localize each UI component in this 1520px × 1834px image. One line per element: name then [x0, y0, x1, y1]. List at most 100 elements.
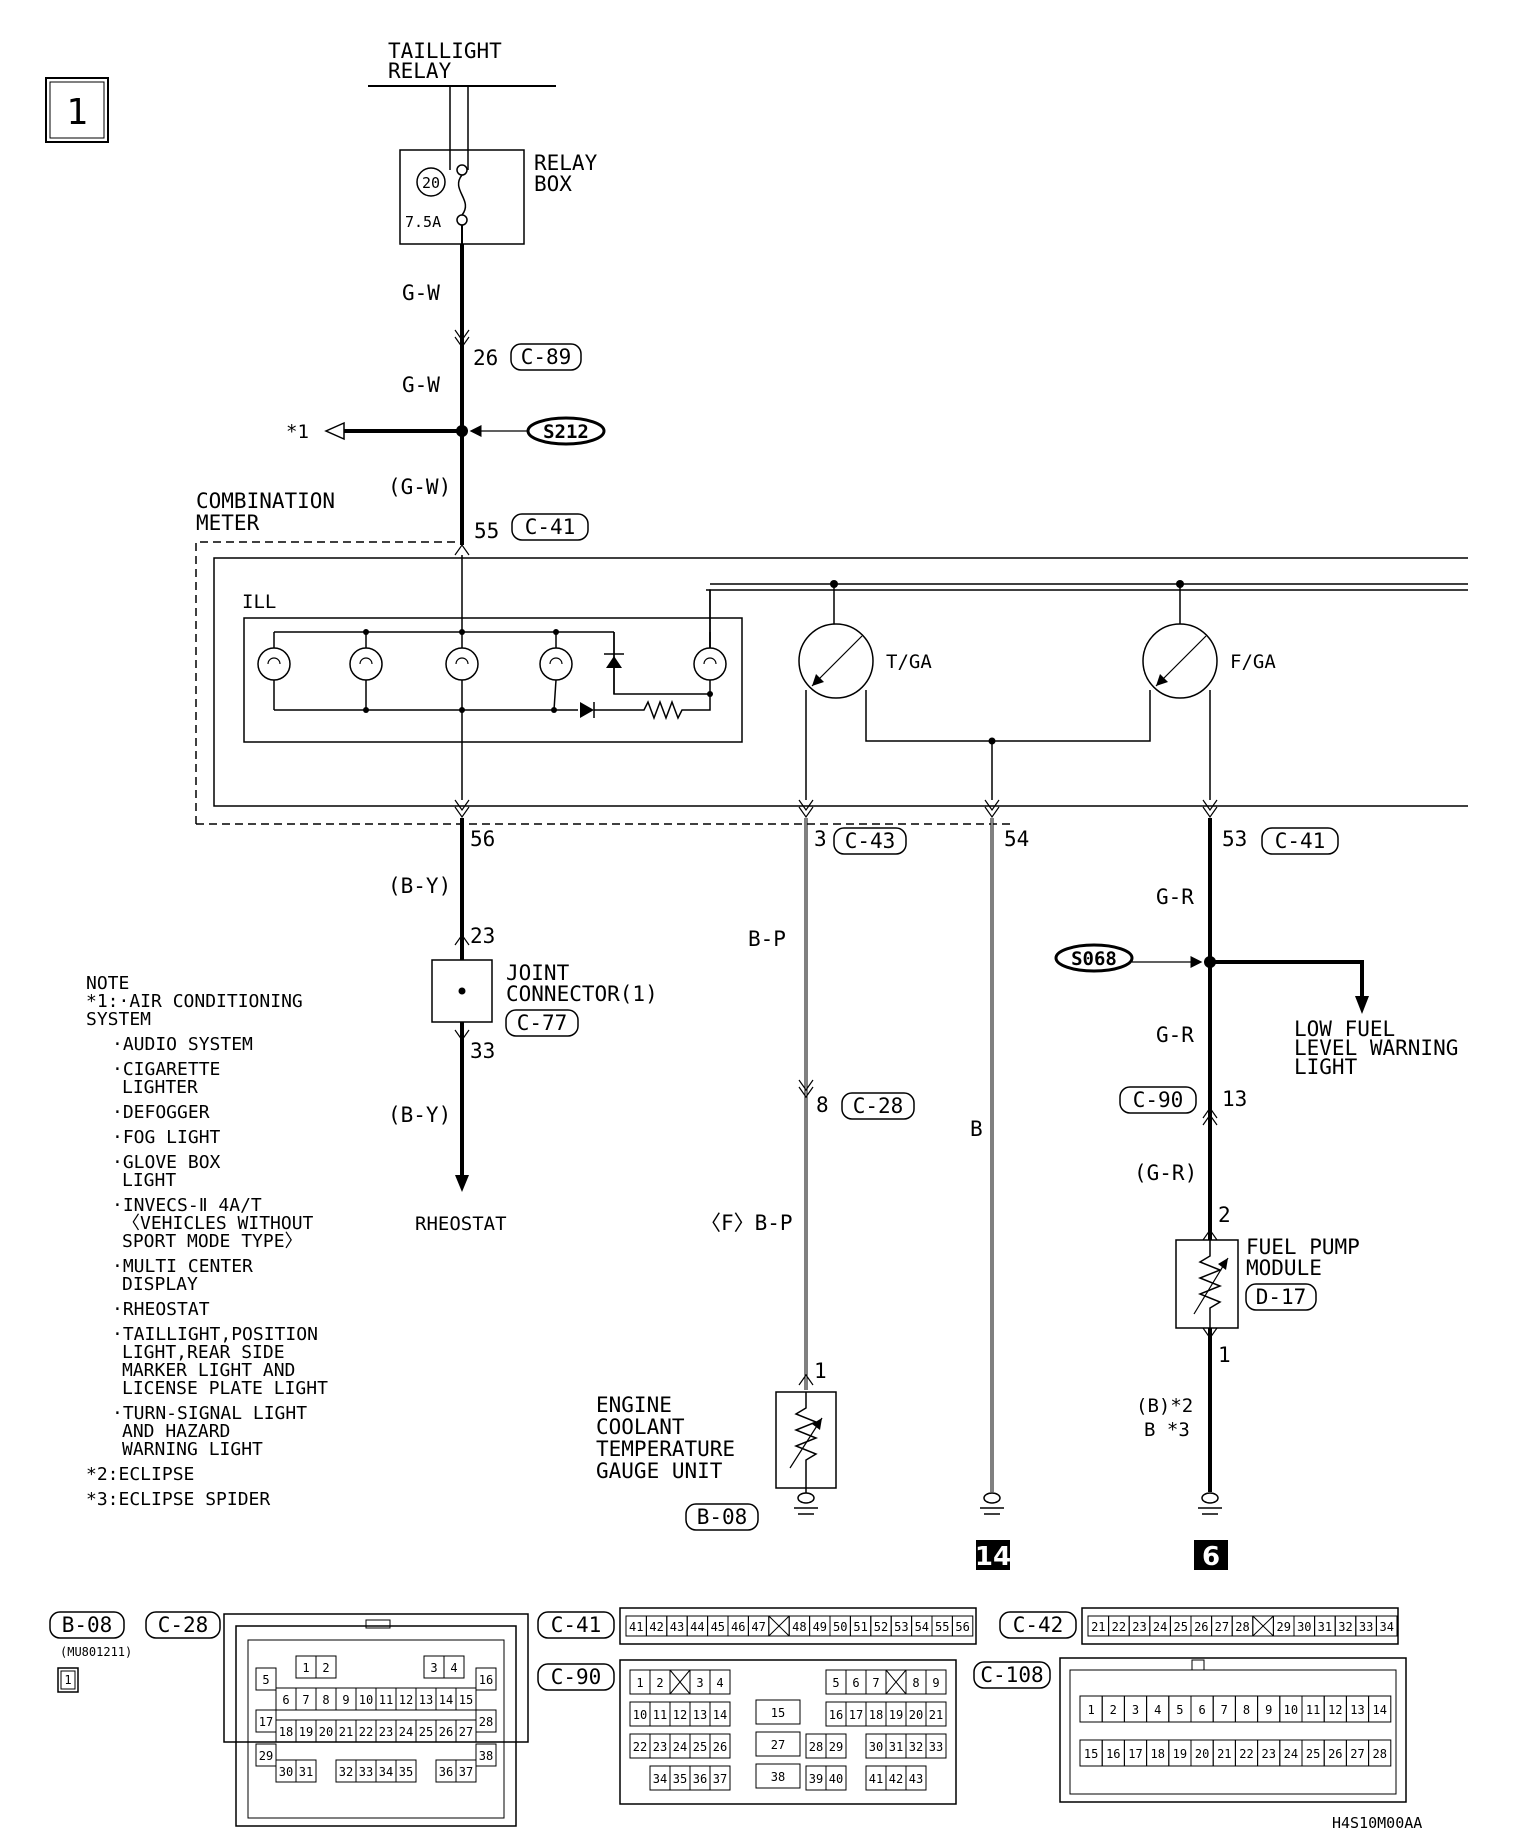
- note-title: NOTE: [86, 973, 130, 994]
- note-item: ·AUDIO SYSTEM: [112, 1034, 253, 1055]
- low-fuel-label-3: LIGHT: [1294, 1055, 1358, 1079]
- wire-label-b: B: [970, 1117, 983, 1141]
- low-fuel-label-2: LEVEL WARNING: [1294, 1036, 1458, 1060]
- connector-pin-label: 5: [832, 1676, 839, 1690]
- connector-pin-label: 20: [909, 1708, 923, 1722]
- c41-top-pin: 55: [474, 519, 499, 543]
- connector-pin-label: 7: [872, 1676, 879, 1690]
- connector-pin-label: 25: [1306, 1747, 1320, 1761]
- connector-pin-label: 33: [1359, 1620, 1373, 1634]
- c90-pin: 13: [1222, 1087, 1247, 1111]
- note-star1-head: *1:·AIR CONDITIONING SYSTEM: [86, 991, 303, 1030]
- connector-pin-label: 12: [673, 1708, 687, 1722]
- wire-label-gr-3: (G-R): [1134, 1161, 1197, 1185]
- connector-pin-label: 53: [894, 1620, 908, 1634]
- connector-pin-label: 34: [379, 1765, 393, 1779]
- relay-box-label-2: BOX: [534, 172, 572, 196]
- connector-pin-label: 42: [649, 1620, 663, 1634]
- d17-in-pin: 2: [1218, 1203, 1231, 1227]
- connector-pin-label: 46: [731, 1620, 745, 1634]
- connector-pin-label: 15: [771, 1706, 785, 1720]
- ill-block: ILL: [242, 589, 743, 743]
- c90-id: C-90: [1133, 1088, 1184, 1112]
- connector-pin-label: 17: [849, 1708, 863, 1722]
- connector-pin-label: 52: [874, 1620, 888, 1634]
- combination-meter: COMBINATION METER: [195, 489, 1468, 825]
- connector-pin-label: 23: [653, 1740, 667, 1754]
- connector-pin-label: 7: [1221, 1703, 1228, 1717]
- connector-pin-label: 32: [339, 1765, 353, 1779]
- wire-gw: G-W 26 C-89 G-W *1 S212 (G-W) 55 C-41: [286, 244, 606, 545]
- connector-pin-label: 29: [259, 1749, 273, 1763]
- connector-pin-label: 22: [359, 1725, 373, 1739]
- taillight-relay-label-2: RELAY: [388, 59, 452, 83]
- connector-pin-label: 47: [751, 1620, 765, 1634]
- connector-pin-label: 5: [1176, 1703, 1183, 1717]
- c41-top-id: C-41: [525, 515, 576, 539]
- note-item: ·DEFOGGER: [112, 1102, 210, 1123]
- connector-pin-label: 41: [869, 1772, 883, 1786]
- wire-label-by-2: (B-Y): [388, 1103, 451, 1127]
- wire-label-gr-1: G-R: [1156, 885, 1194, 909]
- connector-pin-label: 13: [1350, 1703, 1364, 1717]
- connector-pin-label: 35: [673, 1772, 687, 1786]
- ground-ref-6: 6: [1202, 1542, 1220, 1572]
- connector-pin-label: 10: [633, 1708, 647, 1722]
- connector-pin-label: 22: [1112, 1620, 1126, 1634]
- connector-pin-label: 25: [419, 1725, 433, 1739]
- view-b08-part: (MU801211): [60, 1645, 132, 1659]
- page-number: 1: [66, 92, 88, 133]
- view-c42-label: C-42: [1013, 1613, 1064, 1637]
- connector-pin-label: 36: [439, 1765, 453, 1779]
- connector-pin-label: 31: [1318, 1620, 1332, 1634]
- connector-pin-label: 29: [829, 1740, 843, 1754]
- connector-pin-label: 44: [690, 1620, 704, 1634]
- connector-pin-label: 24: [399, 1725, 413, 1739]
- b08-pin: 1: [814, 1359, 827, 1383]
- connector-pin-label: 50: [833, 1620, 847, 1634]
- connector-pin-label: 28: [1372, 1747, 1386, 1761]
- note-item: ·TURN-SIGNAL LIGHT AND HAZARD WARNING LI…: [112, 1403, 308, 1460]
- connector-pin-label: 11: [1306, 1703, 1320, 1717]
- splice-s068: S068: [1071, 948, 1117, 970]
- c77-id: C-77: [517, 1011, 568, 1035]
- joint-connector-label-2: CONNECTOR(1): [506, 982, 658, 1006]
- connector-pin-label: 32: [1338, 1620, 1352, 1634]
- connector-pin-label: 19: [889, 1708, 903, 1722]
- connector-pin-label: 25: [693, 1740, 707, 1754]
- connector-pin-label: 54: [915, 1620, 929, 1634]
- c41-53-id: C-41: [1275, 829, 1326, 853]
- page-number-box: 1: [45, 77, 109, 143]
- connector-pin-label: 10: [359, 1693, 373, 1707]
- connector-pin-label: 1: [636, 1676, 643, 1690]
- gauge-bus: T/GA F/GA: [709, 580, 1468, 819]
- connector-pin-label: 6: [852, 1676, 859, 1690]
- connector-pin-label: 43: [909, 1772, 923, 1786]
- wire-by: 56 (B-Y) 23 JOINT CONNECTOR(1) C-77 33 (…: [388, 818, 658, 1235]
- d17-out-pin: 1: [1218, 1343, 1231, 1367]
- connector-pin-label: 48: [792, 1620, 806, 1634]
- view-b08-label: B-08: [62, 1613, 113, 1637]
- connector-pin-label: 28: [809, 1740, 823, 1754]
- connector-pin-label: 16: [479, 1673, 493, 1687]
- connector-pin-label: 34: [653, 1772, 667, 1786]
- connector-pin-label: 31: [299, 1765, 313, 1779]
- joint-out-pin: 33: [470, 1039, 495, 1063]
- joint-in-pin: 23: [470, 924, 495, 948]
- connector-pin-label: 30: [1297, 1620, 1311, 1634]
- connector-pin-label: 27: [771, 1738, 785, 1752]
- note-item: ·INVECS-Ⅱ 4A/T 〈VEHICLES WITHOUT SPORT M…: [112, 1195, 314, 1252]
- connector-pin-label: 10: [1284, 1703, 1298, 1717]
- connector-pin-label: 32: [909, 1740, 923, 1754]
- connector-pin-label: 16: [829, 1708, 843, 1722]
- ground-ref-14: 14: [975, 1542, 1011, 1572]
- connector-pin-label: 5: [262, 1673, 269, 1687]
- connector-pin-label: 25: [1173, 1620, 1187, 1634]
- star1-label: *1: [286, 421, 309, 443]
- connector-pin-label: 26: [1328, 1747, 1342, 1761]
- wire-label-bp-1: B-P: [748, 927, 786, 951]
- connector-pin-label: 26: [1194, 1620, 1208, 1634]
- low-fuel-label-1: LOW FUEL: [1294, 1017, 1395, 1041]
